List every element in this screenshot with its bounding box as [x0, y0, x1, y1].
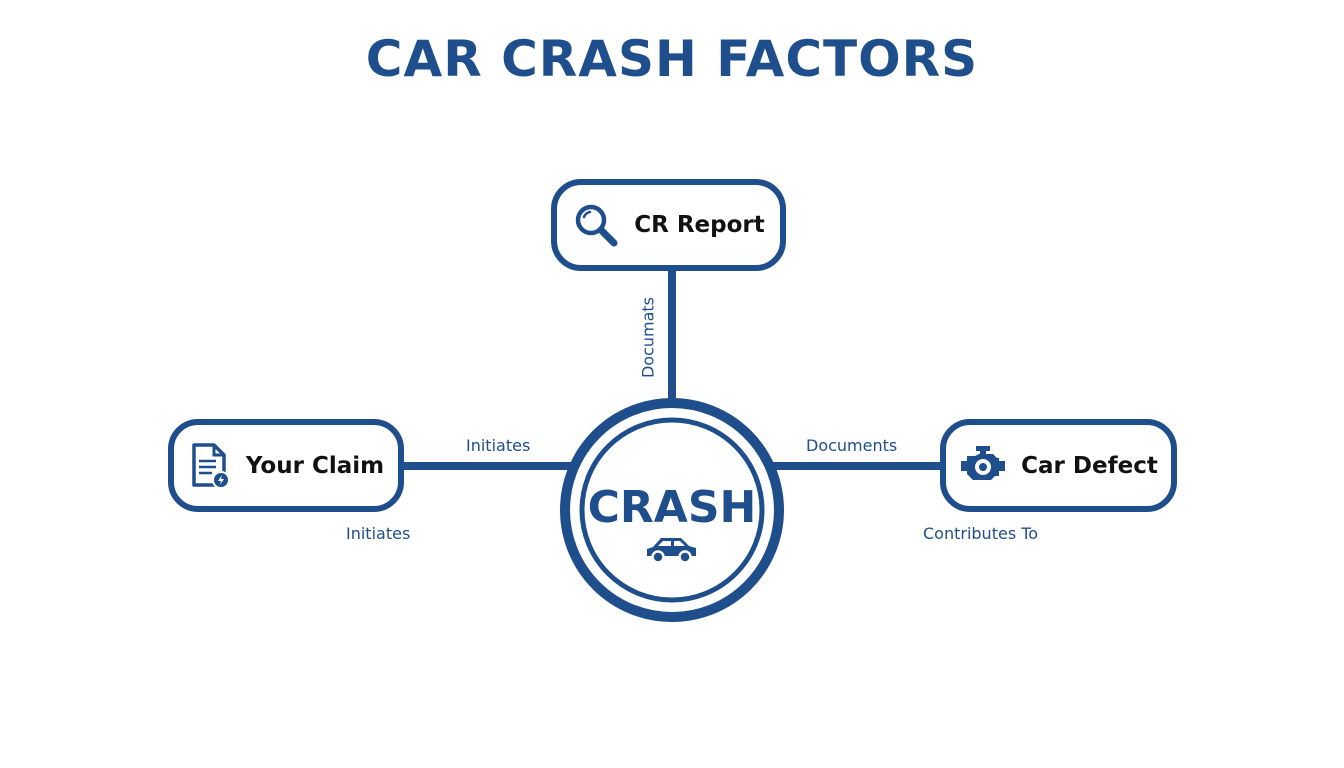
edge-label-right-below: Contributes To — [923, 524, 1039, 543]
crash-label: CRASH — [587, 482, 757, 533]
node-label-cr-report: CR Report — [634, 212, 765, 238]
diagram-title: CAR CRASH FACTORS — [365, 30, 979, 88]
node-label-car-defect: Car Defect — [1021, 452, 1158, 479]
edge-label-right-above: Documents — [806, 436, 898, 455]
magnifier-icon — [572, 201, 620, 249]
node-your-claim[interactable]: Your Claim — [168, 419, 404, 512]
crash-inner-ring — [579, 417, 765, 603]
engine-icon — [959, 442, 1007, 490]
node-cr-report[interactable]: CR Report — [551, 179, 786, 271]
edge-label-top: Documats — [638, 296, 658, 379]
document-icon — [188, 441, 232, 491]
node-car-defect[interactable]: Car Defect — [940, 419, 1177, 512]
node-label-your-claim: Your Claim — [245, 452, 385, 479]
edge-label-left-below: Initiates — [346, 524, 411, 543]
edge-label-left-above: Initiates — [466, 436, 531, 455]
car-icon — [643, 534, 701, 564]
